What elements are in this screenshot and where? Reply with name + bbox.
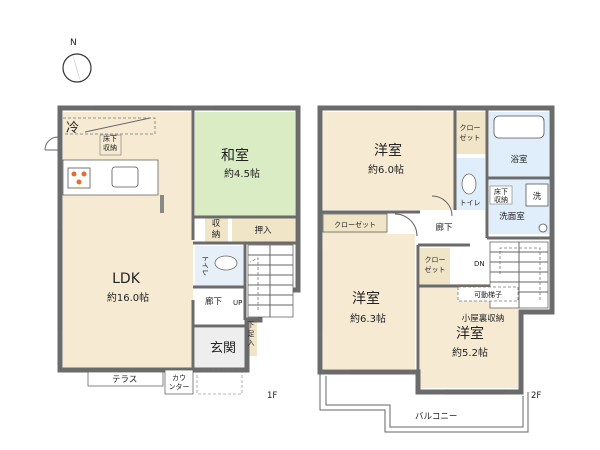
- floor2-outer-wall: [317, 105, 555, 395]
- compass-north-label: N: [70, 38, 77, 48]
- porch-outline: [196, 369, 243, 395]
- room-b-floor: [323, 234, 415, 369]
- up-label: UP: [233, 299, 242, 307]
- floor1-outer-wall: [57, 105, 301, 373]
- bathtub-icon: [493, 115, 545, 139]
- floor-2: 洋室 約6.0帖 クローゼット 浴室 洗 床下収納 洗面室 トイレ 廊下 DN …: [317, 105, 555, 433]
- hallway-2f-label: 廊下: [435, 222, 453, 233]
- dn-label: DN: [474, 260, 485, 268]
- hallway-1f-floor: [195, 288, 245, 326]
- window: [360, 105, 420, 111]
- balcony-outline: [319, 372, 529, 433]
- underfloor-storage-box: [99, 134, 122, 156]
- underfloor-storage-2f-box: [489, 185, 513, 205]
- closet-c-floor: [420, 248, 450, 284]
- basin-icon: [538, 223, 548, 233]
- burner-icon: [81, 171, 87, 177]
- door-swing: [431, 195, 453, 217]
- ldk-floor: [63, 112, 193, 368]
- stairs-1f: [247, 244, 294, 318]
- window: [57, 230, 63, 330]
- burner-icon: [76, 179, 82, 185]
- storage-label: 収納: [212, 218, 221, 240]
- washing-machine-box: [525, 183, 549, 207]
- oshiire-label: 押入: [254, 225, 272, 236]
- cupboard-diagonal: [84, 117, 151, 133]
- closet-b-floor: [323, 214, 387, 234]
- closet-a-floor: [456, 112, 486, 154]
- entrance-label: 玄関: [210, 341, 236, 356]
- washroom-label: 洗面室: [499, 211, 525, 222]
- floor-1: 冷 床下収納 和室 約4.5帖 収納 押入 LDK 約16.0帖 トイレ UP …: [44, 105, 301, 401]
- oshiire-floor: [232, 218, 295, 242]
- room-c-area: 約5.2帖: [452, 346, 488, 359]
- balcony-label: バルコニー: [415, 412, 457, 422]
- stove-icon: [67, 167, 91, 189]
- floor2-label: 2F: [531, 391, 541, 401]
- toilet-1f-icon: [214, 255, 238, 271]
- kitchen-partition: [160, 195, 164, 213]
- cupboard-outline: [63, 117, 156, 135]
- door-swing: [394, 213, 418, 237]
- balcony-inner: [325, 376, 524, 428]
- entrance-floor: [195, 328, 247, 368]
- toilet-2f-label: トイレ: [460, 199, 481, 207]
- storage-floor: [205, 218, 228, 242]
- sink-icon: [111, 166, 139, 188]
- underfloor-storage-2f-label: 床下収納: [494, 187, 508, 204]
- washitsu-name: 和室: [221, 147, 249, 164]
- toilet-2f-icon: [461, 173, 477, 195]
- attic-storage-label: 小屋裏収納: [462, 313, 505, 324]
- closet-c-label: クローゼット: [425, 256, 446, 274]
- compass-ring-icon: [62, 53, 92, 83]
- closet-b-box: [322, 213, 388, 233]
- room-c-name: 洋室: [456, 325, 484, 342]
- underfloor-storage-label: 床下収納: [103, 134, 117, 152]
- terrace-label: テラス: [112, 375, 137, 385]
- toilet-1f-label: トイレ: [201, 255, 209, 276]
- ldk-area: 約16.0帖: [107, 291, 149, 304]
- counter-label: カウンター: [169, 374, 190, 391]
- door-swing: [44, 136, 59, 151]
- room-a-floor: [323, 112, 455, 210]
- closet-b-label: クローゼット: [334, 220, 376, 229]
- ladder-label: 可動梯子: [474, 290, 502, 299]
- floor1-label: 1F: [267, 391, 277, 401]
- fridge-label: 冷: [66, 121, 79, 136]
- hallway-1f-label: 廊下: [205, 296, 223, 307]
- room-a-name: 洋室: [374, 142, 402, 159]
- compass-needle-icon: [70, 46, 82, 86]
- laundry-label: 洗: [533, 191, 542, 202]
- window: [350, 369, 400, 375]
- room-b-name: 洋室: [352, 290, 380, 307]
- bathroom-label: 浴室: [510, 154, 528, 165]
- ladder-box: [457, 286, 519, 302]
- counter-box: [164, 369, 194, 395]
- terrace-box: [87, 371, 164, 387]
- window: [95, 105, 170, 111]
- compass: N: [62, 38, 92, 86]
- closet-a-label: クローゼット: [460, 124, 481, 142]
- ldk-name: LDK: [112, 271, 141, 287]
- room-a-area: 約6.0帖: [368, 163, 404, 176]
- burner-icon: [71, 171, 77, 177]
- washitsu-area: 約4.5帖: [224, 167, 260, 180]
- window: [445, 389, 505, 395]
- window: [215, 105, 280, 111]
- shoe-storage-label: 下足入: [248, 321, 255, 347]
- window: [317, 250, 323, 330]
- room-b-area: 約6.3帖: [350, 312, 386, 325]
- washitsu-floor: [195, 112, 295, 217]
